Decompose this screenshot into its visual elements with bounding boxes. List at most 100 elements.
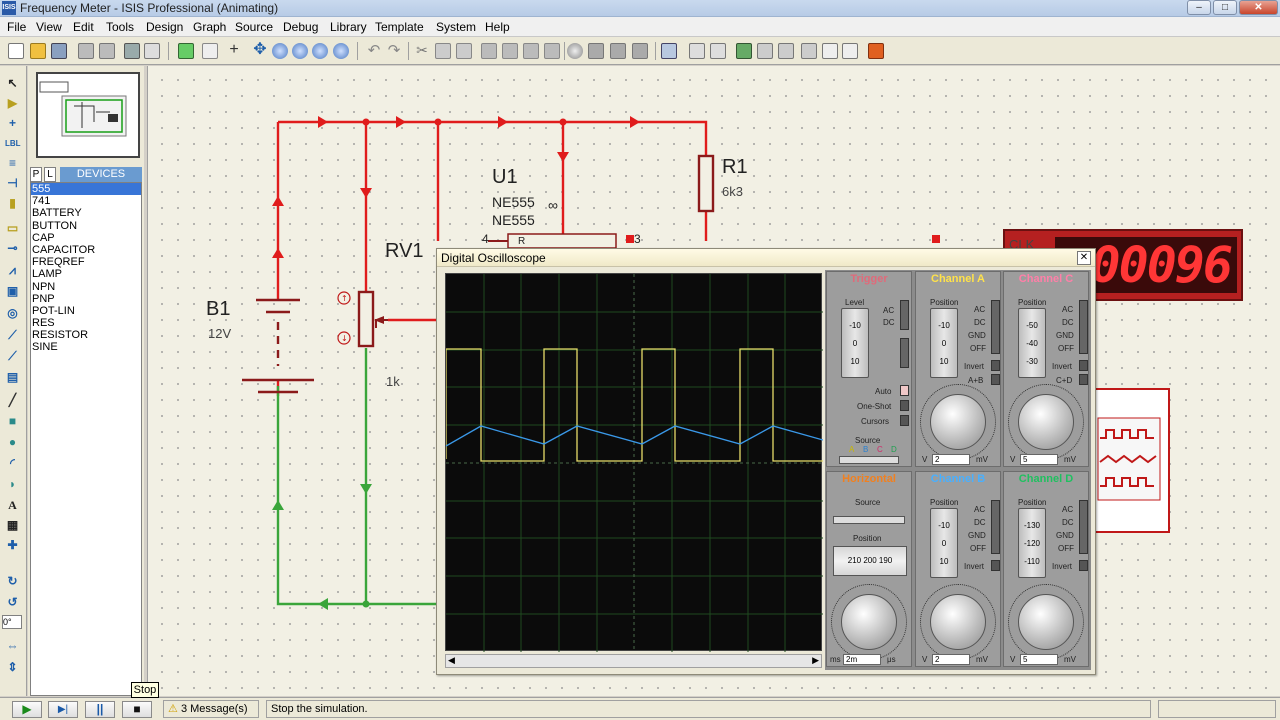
scope-horizontal-scrollbar[interactable]: ◀ ▶ [445, 654, 822, 668]
device-list-item[interactable]: BATTERY [32, 207, 82, 220]
bus-icon[interactable]: ⊣ [7, 176, 18, 190]
block-move-icon[interactable] [502, 43, 518, 59]
decompose-icon[interactable] [632, 43, 648, 59]
pause-button[interactable]: || [85, 701, 115, 718]
channel-d-volts-knob[interactable] [1018, 594, 1074, 650]
menu-system[interactable]: System [436, 20, 477, 34]
device-list-item[interactable]: 555 [31, 183, 141, 196]
device-list-item[interactable]: NPN [32, 280, 56, 293]
netlist-to-ares-icon[interactable] [842, 43, 858, 59]
graph-icon[interactable]: ⩘ [9, 263, 16, 277]
virtual-instrument-icon[interactable]: ▤ [6, 370, 19, 384]
menu-tools[interactable]: Tools [106, 20, 135, 34]
search-tag-icon[interactable] [689, 43, 705, 59]
block-delete-icon[interactable] [544, 43, 560, 59]
trigger-coupling-switch[interactable] [900, 300, 909, 330]
text-script-icon[interactable]: ≡ [8, 156, 16, 170]
menu-help[interactable]: Help [485, 20, 510, 34]
text-icon[interactable]: A [8, 498, 17, 512]
device-list-item[interactable]: PNP [32, 292, 55, 305]
overview-window[interactable] [36, 72, 140, 158]
device-list-item[interactable]: BUTTON [32, 219, 78, 232]
horizontal-source-slider[interactable] [833, 516, 905, 524]
tape-recorder-icon[interactable]: ▣ [6, 284, 19, 298]
frequency-counter[interactable]: CLK 00096 [1003, 229, 1243, 301]
open-icon[interactable] [30, 43, 46, 59]
device-list-item[interactable]: RESISTOR [32, 329, 89, 342]
menu-library[interactable]: Library [330, 20, 367, 34]
step-button[interactable]: ▶| [48, 701, 78, 718]
mirror-y-icon[interactable]: ⇕ [7, 660, 18, 674]
play-button[interactable]: ▶ [12, 701, 42, 718]
device-list-item[interactable]: CAPACITOR [32, 243, 96, 256]
trigger-oneshot-button[interactable] [900, 400, 909, 411]
channel-b-position-slider[interactable]: -10 0 10 [930, 508, 958, 578]
horizontal-position-dial[interactable]: 210 200 190 [833, 546, 907, 576]
oscilloscope-title-bar[interactable]: Digital Oscilloscope ✕ [437, 249, 1095, 267]
make-device-icon[interactable] [588, 43, 604, 59]
pick-device-icon[interactable] [567, 43, 583, 59]
export-icon[interactable] [99, 43, 115, 59]
maximize-button[interactable]: □ [1213, 0, 1237, 15]
undo-icon[interactable]: ↶ [367, 42, 381, 59]
rotate-cw-icon[interactable]: ↻ [7, 574, 18, 588]
import-icon[interactable] [78, 43, 94, 59]
block-rotate-icon[interactable] [523, 43, 539, 59]
channel-d-position-slider[interactable]: -130 -120 -110 [1018, 508, 1046, 578]
menu-design[interactable]: Design [146, 20, 184, 34]
channel-b-coupling-switch[interactable] [991, 500, 1000, 554]
device-list-item[interactable]: SINE [32, 341, 58, 354]
wire-label-icon[interactable]: LBL [5, 139, 21, 148]
arc-icon[interactable]: ◜ [10, 456, 15, 470]
component-icon[interactable]: ▶ [7, 96, 18, 110]
channel-a-volts-knob[interactable] [930, 394, 986, 450]
channel-d-coupling-switch[interactable] [1079, 500, 1088, 554]
channel-a-coupling-switch[interactable] [991, 300, 1000, 354]
exit-parent-icon[interactable] [778, 43, 794, 59]
channel-b-volts-input[interactable]: 2 [932, 654, 970, 665]
trigger-source-slider[interactable] [839, 456, 899, 464]
remove-sheet-icon[interactable] [757, 43, 773, 59]
line-icon[interactable]: ╱ [8, 393, 17, 407]
channel-a-position-slider[interactable]: -10 0 10 [930, 308, 958, 378]
new-sheet-icon[interactable] [736, 43, 752, 59]
pan-icon[interactable]: ✥ [253, 41, 267, 58]
trigger-auto-button[interactable] [900, 385, 909, 396]
menu-debug[interactable]: Debug [283, 20, 319, 34]
library-tab[interactable]: L [44, 167, 56, 182]
device-list[interactable]: 555 741 BATTERY BUTTON CAP CAPACITOR FRE… [30, 182, 142, 696]
menu-template[interactable]: Template [375, 20, 424, 34]
junction-icon[interactable]: + [8, 116, 16, 130]
menu-view[interactable]: View [36, 20, 62, 34]
origin-icon[interactable]: + [229, 41, 239, 58]
device-list-item[interactable]: FREQREF [32, 256, 85, 269]
channel-d-invert-button[interactable] [1079, 560, 1088, 571]
messages-field[interactable]: ⚠ 3 Message(s) [163, 700, 259, 718]
refresh-icon[interactable] [178, 43, 194, 59]
channel-d-volts-input[interactable]: 5 [1020, 654, 1058, 665]
marker-icon[interactable]: ✚ [7, 538, 18, 552]
paste-icon[interactable] [456, 43, 472, 59]
block-copy-icon[interactable] [481, 43, 497, 59]
device-list-item[interactable]: RES [32, 317, 55, 330]
oscilloscope-close-button[interactable]: ✕ [1077, 251, 1091, 265]
horizontal-time-input[interactable]: 2m [843, 654, 881, 665]
device-list-item[interactable]: LAMP [32, 268, 62, 281]
path-icon[interactable]: ◗ [8, 477, 17, 491]
device-list-item[interactable]: POT-LIN [32, 304, 75, 317]
ares-icon[interactable] [868, 43, 884, 59]
device-list-item[interactable]: 741 [32, 195, 51, 208]
minimize-button[interactable]: – [1187, 0, 1211, 15]
trigger-cursors-button[interactable] [900, 415, 909, 426]
symbol-icon[interactable]: ▦ [6, 518, 19, 532]
redo-icon[interactable]: ↷ [387, 42, 401, 59]
wire-autorouter-icon[interactable] [661, 43, 677, 59]
zoom-area-icon[interactable] [333, 43, 349, 59]
channel-c-volts-input[interactable]: 5 [1020, 454, 1058, 465]
oscilloscope-window[interactable]: Digital Oscilloscope ✕ [436, 248, 1096, 675]
selection-icon[interactable]: ↖ [7, 76, 18, 90]
menu-edit[interactable]: Edit [73, 20, 94, 34]
channel-b-volts-knob[interactable] [930, 594, 986, 650]
current-probe-icon[interactable]: ⟋ [8, 349, 17, 363]
print-area-icon[interactable] [144, 43, 160, 59]
